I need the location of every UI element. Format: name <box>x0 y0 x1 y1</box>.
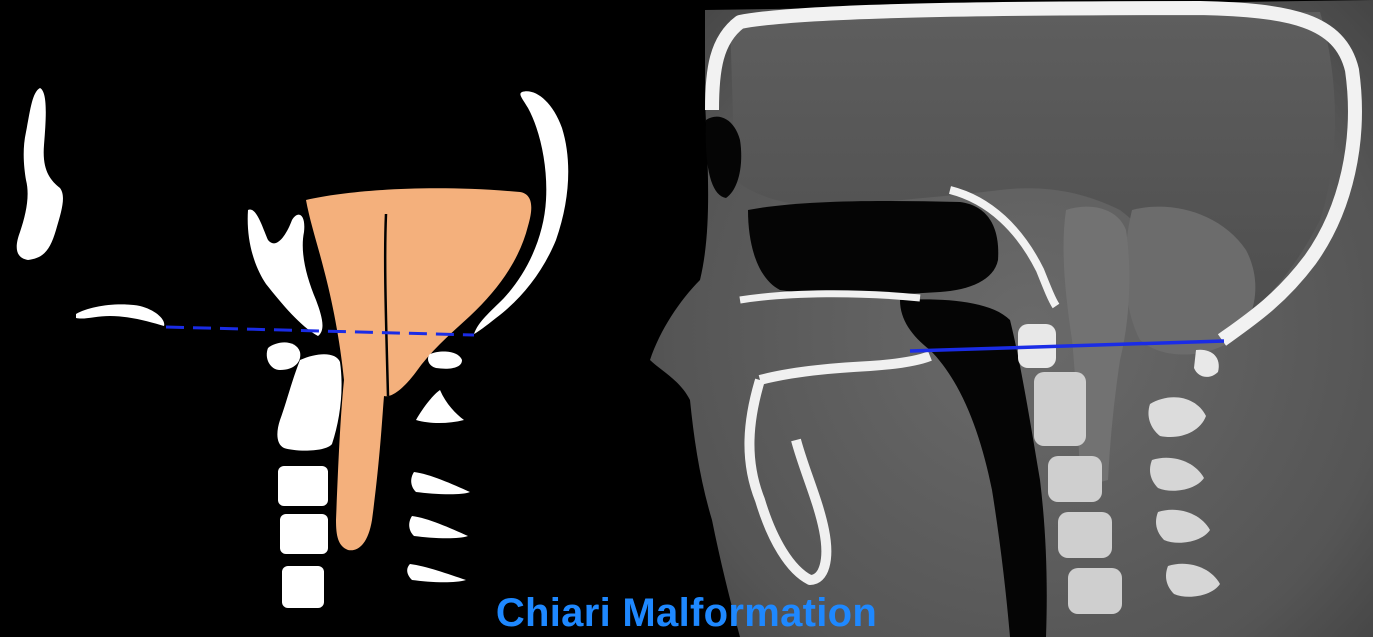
ct-c2-vertebra <box>1034 372 1086 446</box>
schematic-diagram <box>17 88 569 608</box>
c5-vertebra-shape <box>282 566 324 608</box>
ct-sinus-cavity <box>748 201 998 295</box>
c5-spinous-process-shape <box>407 564 466 582</box>
ct-c5-vertebra <box>1068 568 1122 614</box>
c3-spinous-process-shape <box>411 472 470 494</box>
c4-vertebra-shape <box>280 514 328 554</box>
c1-anterior-arch-shape <box>267 342 301 370</box>
c2-spinous-process-shape <box>416 390 464 423</box>
clivus-bone-shape <box>248 209 323 336</box>
ct-c4-vertebra <box>1058 512 1112 558</box>
c4-spinous-process-shape <box>409 516 468 538</box>
c1-posterior-arch-shape <box>428 352 462 369</box>
ct-c3-vertebra <box>1048 456 1102 502</box>
ct-scan-image <box>650 0 1373 637</box>
frontal-bone-shape <box>17 88 63 260</box>
palate-bone-shape <box>76 304 164 326</box>
c3-vertebra-shape <box>278 466 328 506</box>
